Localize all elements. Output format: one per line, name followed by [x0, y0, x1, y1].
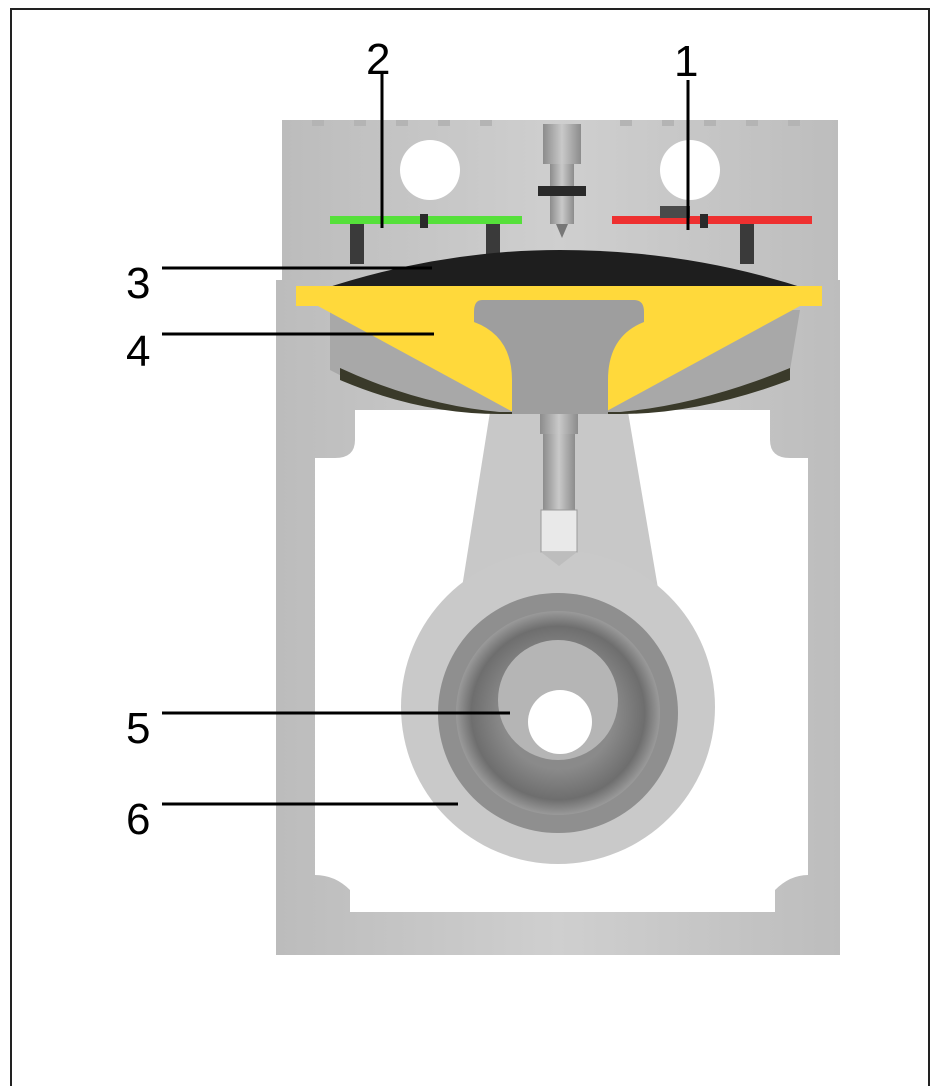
label-4: 4	[126, 327, 150, 376]
contact-red	[612, 206, 812, 264]
label-3: 3	[126, 259, 150, 308]
figure-frame	[10, 8, 930, 1086]
label-2: 2	[366, 35, 390, 84]
cap-hole-right	[660, 140, 720, 200]
seal	[320, 250, 810, 290]
label-5: 5	[126, 704, 150, 753]
ring-bore	[528, 690, 592, 754]
label-6: 6	[126, 795, 150, 844]
top-pin	[538, 124, 586, 238]
contact-green	[330, 214, 522, 264]
piston-rod	[540, 414, 578, 566]
top-notches	[312, 120, 800, 126]
plunger	[474, 300, 644, 414]
cap-hole-left	[400, 140, 460, 200]
leader-lines	[162, 74, 690, 806]
label-1: 1	[674, 37, 698, 86]
